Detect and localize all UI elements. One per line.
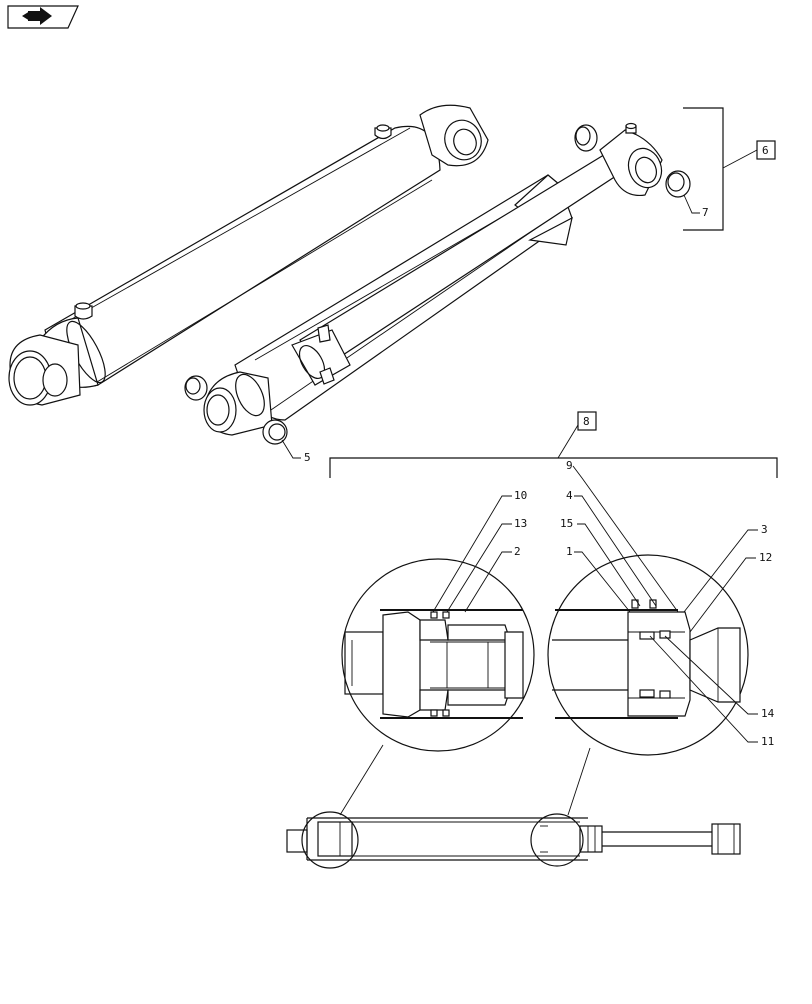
callout-1: 1 xyxy=(566,545,573,558)
next-page-arrow-icon xyxy=(22,7,52,25)
callout-12: 12 xyxy=(759,551,772,564)
callout-2: 2 xyxy=(514,545,521,558)
callout-9: 9 xyxy=(566,459,573,472)
detail-view-gland xyxy=(547,554,749,756)
callout-4: 4 xyxy=(566,489,573,502)
cylinder-side-view xyxy=(286,811,741,869)
detail-callout-leaders: 10 13 2 9 4 15 1 3 12 14 11 xyxy=(432,459,775,748)
callout-13: 13 xyxy=(514,517,527,530)
callout-7-leader: 7 xyxy=(683,194,709,219)
group-6-bracket: 6 xyxy=(683,107,776,231)
callout-5-leader: 5 xyxy=(281,439,311,464)
group-8-bracket: 8 xyxy=(329,411,778,478)
callout-5: 5 xyxy=(304,451,311,464)
callout-7: 7 xyxy=(702,206,709,219)
callout-8: 8 xyxy=(583,415,590,428)
callout-11: 11 xyxy=(761,735,774,748)
callout-14: 14 xyxy=(761,707,775,720)
cylinder-exploded-drawing xyxy=(184,122,691,445)
callout-3: 3 xyxy=(761,523,768,536)
next-page-button[interactable] xyxy=(7,5,79,29)
callout-6: 6 xyxy=(762,144,769,157)
callout-15: 15 xyxy=(560,517,573,530)
cylinder-assembly-drawing xyxy=(8,104,489,406)
callout-10: 10 xyxy=(514,489,527,502)
detail-view-piston xyxy=(341,558,535,752)
